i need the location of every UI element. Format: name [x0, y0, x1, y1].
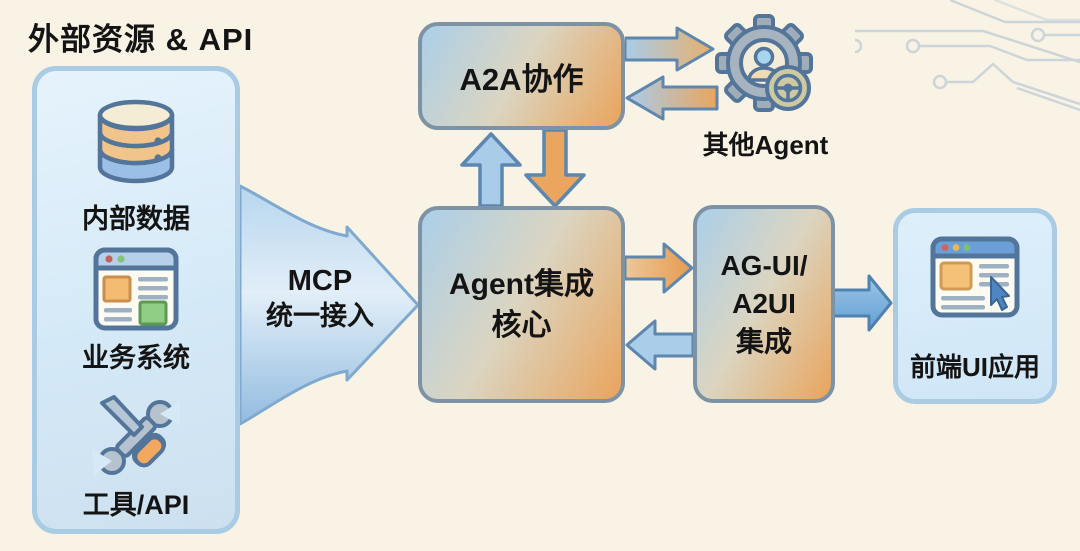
agui-integration-node: AG-UI/ A2UI 集成	[693, 205, 835, 403]
arrow-a2a-to-other-agent	[625, 26, 715, 72]
mcp-access-label: MCP 统一接入	[245, 264, 395, 334]
arrow-agui-to-agent	[625, 319, 695, 371]
mcp-label-line2: 统一接入	[266, 301, 374, 331]
a2a-collaboration-node: A2A协作	[418, 22, 625, 130]
frontend-ui-node: 前端UI应用	[893, 208, 1057, 404]
frontend-browser-icon	[930, 236, 1020, 318]
a2a-label: A2A协作	[459, 61, 584, 97]
other-agent-label: 其他Agent	[702, 130, 829, 160]
agui-line3: 集成	[735, 326, 792, 357]
agent-core-line1: Agent集成	[449, 267, 594, 301]
frontend-label: 前端UI应用	[909, 352, 1040, 382]
cursor-icon	[990, 276, 1010, 311]
agui-line2: A2UI	[732, 288, 796, 319]
mcp-funnel-arrow	[238, 184, 420, 426]
agent-core-line2: 核心	[491, 308, 552, 342]
external-resources-panel: 内部数据 业务系统	[32, 66, 240, 534]
diagram-title: 外部资源 & API	[28, 22, 254, 57]
mcp-label-line1: MCP	[287, 265, 353, 297]
arrow-agui-to-frontend	[833, 274, 893, 332]
arrow-agent-to-agui	[625, 242, 694, 294]
gear-agent-icon	[715, 14, 813, 112]
circuit-pattern-decoration	[855, 0, 1080, 112]
arrow-agent-to-a2a-up	[460, 132, 522, 208]
tools-api-label: 工具/API	[82, 490, 190, 520]
internal-data-label: 内部数据	[82, 204, 190, 234]
arrow-other-agent-to-a2a	[625, 75, 719, 121]
database-icon	[97, 99, 175, 184]
tools-icon	[92, 395, 180, 475]
agent-core-node: Agent集成 核心	[418, 206, 625, 403]
business-system-label: 业务系统	[82, 343, 190, 373]
steering-wheel-icon	[765, 65, 811, 111]
browser-icon	[93, 247, 179, 331]
agui-line1: AG-UI/	[720, 250, 808, 281]
arrow-a2a-to-agent-down	[524, 128, 586, 208]
